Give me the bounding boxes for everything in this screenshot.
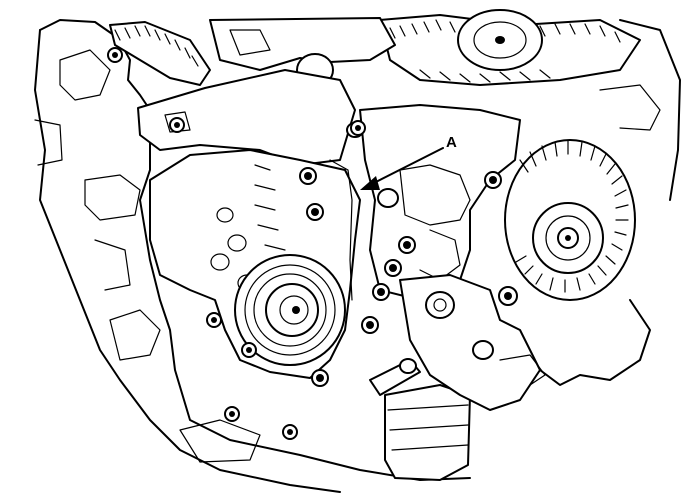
gasket-seal-line [329,159,353,301]
timing-cover-bolts [107,47,518,440]
callout-label-a: A [446,134,457,151]
timing-belt-upper-left [109,21,211,86]
bolt [241,342,257,358]
oil-filter [384,384,471,481]
bolt [107,47,123,63]
bolt [484,171,502,189]
bolt [224,406,240,422]
engine-right-side [539,19,681,386]
bolt [498,286,518,306]
bolt [169,117,185,133]
bolt [361,316,379,334]
oil-pump-bracket [399,274,546,411]
crankshaft-pulley [234,254,346,366]
bolt [311,369,329,387]
bolt [350,120,366,136]
bolt [384,259,402,277]
cam-sprocket [457,9,543,71]
bolt [299,167,317,185]
crank-position-sensor [369,358,421,396]
bolt [372,283,390,301]
timing-cover-bracket [137,69,364,166]
bolt [206,312,222,328]
bolt [282,424,298,440]
alternator [504,139,636,301]
callout-arrow [360,147,444,190]
bolt [306,203,324,221]
water-pump-housing [359,104,521,301]
bolt [398,236,416,254]
